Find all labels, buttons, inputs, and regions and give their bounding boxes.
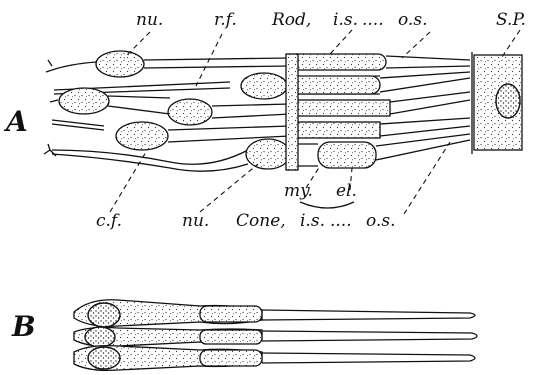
label-nucleus-bottom: nu.	[182, 211, 209, 231]
panel-b-letter: B	[11, 310, 36, 343]
cone-cell	[74, 327, 477, 347]
panel-a-letter: A	[3, 105, 28, 138]
cone-cell	[74, 346, 475, 371]
brace	[300, 202, 354, 208]
label-rod: Rod,	[271, 10, 311, 30]
pigment-cell	[472, 52, 522, 154]
cone-cell	[44, 134, 470, 171]
label-dots-top: ....	[362, 10, 384, 30]
label-myoid: my.	[284, 181, 313, 201]
label-dots-bottom: ....	[330, 211, 352, 231]
leader-line	[110, 152, 146, 212]
cone-cell	[74, 300, 475, 327]
panel-b: B	[11, 300, 477, 371]
label-inner-segment-bottom: i.s.	[300, 211, 325, 231]
label-inner-segment-top: i.s.	[333, 10, 358, 30]
label-outer-segment-top: o.s.	[398, 10, 427, 30]
label-nucleus-top: nu.	[136, 10, 163, 30]
leader-line	[330, 30, 352, 54]
label-pigment-epithelium: S.P.	[496, 10, 526, 30]
label-rod-fibre: r.f.	[214, 10, 237, 30]
label-cone-fibre: c.f.	[96, 211, 122, 231]
leader-line	[402, 32, 430, 58]
label-cone: Cone,	[236, 211, 286, 231]
outer-limiting-zone	[286, 54, 298, 170]
label-outer-segment-bottom: o.s.	[366, 211, 395, 231]
panel-a: A	[3, 10, 526, 231]
label-ellipsoid: el.	[336, 181, 357, 201]
leader-line	[196, 34, 222, 86]
